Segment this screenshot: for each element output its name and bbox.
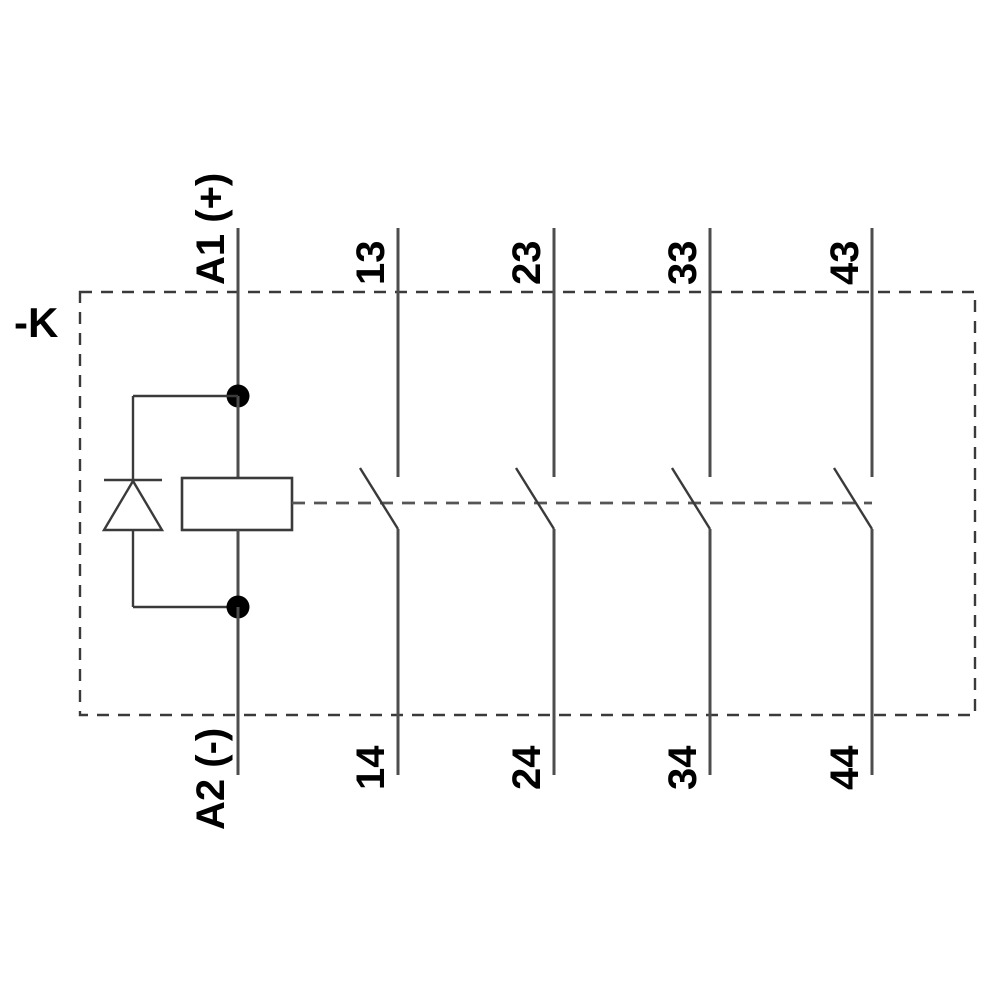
diode-anode-triangle xyxy=(101,480,165,532)
contact-block-4: 43 44 xyxy=(823,228,874,790)
contact-1-top-label: 13 xyxy=(349,241,393,286)
contact-2-top-label: 23 xyxy=(505,241,549,286)
contact-3-moving-blade xyxy=(670,467,712,530)
relay-coil-body xyxy=(180,476,294,532)
coil-terminal-a2-label: A2 (-) xyxy=(189,728,233,830)
device-designation-label: -K xyxy=(14,299,58,346)
contact-4-moving-blade xyxy=(832,467,874,530)
contact-4-bottom-label: 44 xyxy=(823,745,867,790)
coil-terminal-a1-label: A1 (+) xyxy=(189,173,233,285)
contact-3-top-label: 33 xyxy=(661,241,705,286)
contact-block-2: 23 24 xyxy=(505,228,556,790)
contact-4-top-label: 43 xyxy=(823,241,867,286)
contact-1-moving-blade xyxy=(358,467,400,530)
contact-block-3: 33 34 xyxy=(661,228,712,790)
contact-1-bottom-label: 14 xyxy=(349,745,393,790)
device-enclosure-dashed-box xyxy=(78,290,977,717)
contact-3-bottom-label: 34 xyxy=(661,745,705,790)
contact-2-bottom-label: 24 xyxy=(505,745,549,790)
contact-block-1: 13 14 xyxy=(349,228,400,790)
contact-2-moving-blade xyxy=(514,467,556,530)
